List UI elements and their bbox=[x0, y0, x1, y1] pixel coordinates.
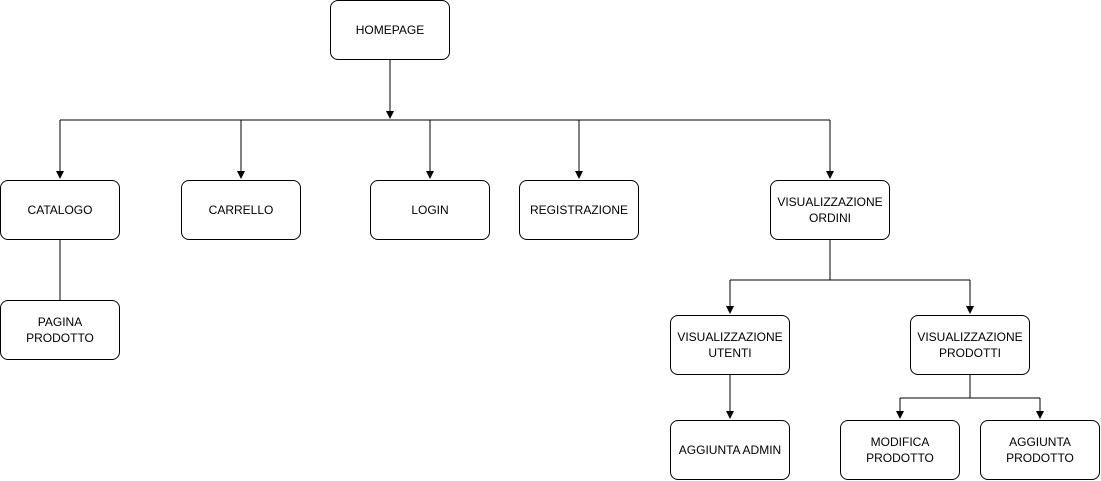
node-registrazione: REGISTRAZIONE bbox=[519, 180, 639, 240]
node-label: AGGIUNTA ADMIN bbox=[678, 443, 782, 457]
node-label: MODIFICA PRODOTTO bbox=[866, 435, 934, 465]
edge-ordini-bar bbox=[730, 240, 970, 281]
node-visualizzazione-prodotti: VISUALIZZAZIONE PRODOTTI bbox=[910, 315, 1030, 375]
node-label: AGGIUNTA PRODOTTO bbox=[1006, 435, 1074, 465]
node-aggiunta-prodotto: AGGIUNTA PRODOTTO bbox=[980, 420, 1100, 480]
node-carrello: CARRELLO bbox=[181, 180, 301, 240]
node-homepage: HOMEPAGE bbox=[330, 0, 450, 60]
node-login: LOGIN bbox=[370, 180, 490, 240]
node-visualizzazione-ordini: VISUALIZZAZIONE ORDINI bbox=[770, 180, 890, 240]
node-label: LOGIN bbox=[411, 203, 449, 217]
node-label: VISUALIZZAZIONE UTENTI bbox=[677, 330, 783, 360]
node-label: VISUALIZZAZIONE ORDINI bbox=[777, 195, 883, 225]
node-label: HOMEPAGE bbox=[355, 23, 425, 37]
node-label: VISUALIZZAZIONE PRODOTTI bbox=[917, 330, 1023, 360]
node-aggiunta-admin: AGGIUNTA ADMIN bbox=[670, 420, 790, 480]
node-label: CARRELLO bbox=[208, 203, 274, 217]
node-label: PAGINA PRODOTTO bbox=[26, 315, 94, 345]
node-catalogo: CATALOGO bbox=[0, 180, 120, 240]
node-visualizzazione-utenti: VISUALIZZAZIONE UTENTI bbox=[670, 315, 790, 375]
node-pagina-prodotto: PAGINA PRODOTTO bbox=[0, 300, 120, 360]
node-label: CATALOGO bbox=[27, 203, 93, 217]
node-modifica-prodotto: MODIFICA PRODOTTO bbox=[840, 420, 960, 480]
node-label: REGISTRAZIONE bbox=[529, 203, 628, 217]
edge-prodotti-bar bbox=[900, 375, 1040, 399]
